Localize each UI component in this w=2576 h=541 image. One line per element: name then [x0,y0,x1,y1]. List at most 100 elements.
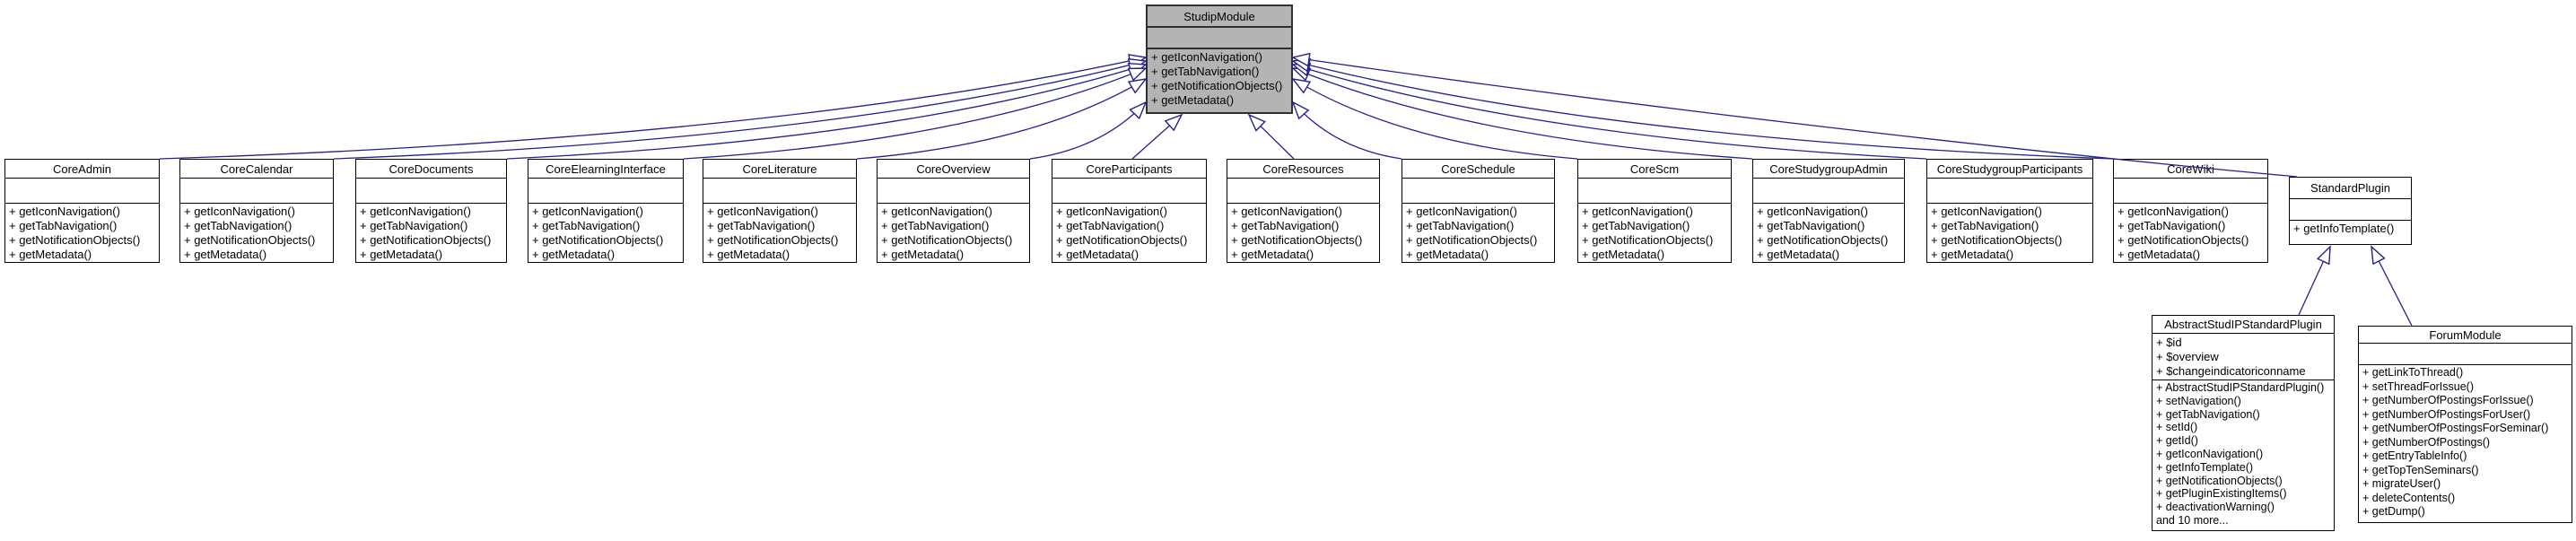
edge-abstractstudipstandardplugin-standardplugin [2298,247,2330,316]
class-node-forummodule[interactable]: ForumModule + getLinkToThread()+ setThre… [2358,326,2572,523]
member-line: + getNotificationObjects() [881,233,1013,247]
member-line: + getDump() [2362,505,2425,518]
edge-coreoverview-studipmodule [1029,102,1146,160]
member-line: + getMetadata() [2118,248,2201,261]
member-line: + $overview [2156,350,2219,363]
member-line: + getIconNavigation() [1582,205,1693,218]
edge-coreelearninginterface-studipmodule [683,68,1146,160]
member-line: + getNotificationObjects() [2118,233,2249,247]
class-attributes [703,179,856,204]
member-line: + getNumberOfPostingsForSeminar() [2362,422,2549,434]
member-line: + getNotificationObjects() [2156,474,2283,487]
class-attributes [1402,179,1554,204]
class-node-corestudygroupparticipants[interactable]: CoreStudygroupParticipants + getIconNavi… [1926,159,2093,263]
class-title: CoreWiki [2114,160,2267,179]
member-line: + getIconNavigation() [1056,205,1167,218]
class-node-coreadmin[interactable]: CoreAdmin + getIconNavigation()+ getTabN… [4,159,160,263]
member-line: + setId() [2156,421,2198,434]
class-attributes [1927,179,2092,204]
class-node-corestudygroupadmin[interactable]: CoreStudygroupAdmin + getIconNavigation(… [1752,159,1905,263]
class-title: CoreCalendar [180,160,333,179]
class-attributes [2359,344,2572,365]
class-attributes [1227,179,1379,204]
class-attributes [1578,179,1731,204]
class-title: CoreAdmin [5,160,159,179]
class-attributes [878,179,1029,204]
class-methods: + getIconNavigation()+ getTabNavigation(… [703,204,856,262]
class-node-standardplugin[interactable]: StandardPlugin + getInfoTemplate() [2289,177,2412,245]
member-line: + getEntryTableInfo() [2362,449,2467,462]
member-line: + getTopTenSeminars() [2362,463,2479,476]
member-line: + getIconNavigation() [184,205,295,218]
member-line: + getMetadata() [1757,248,1840,261]
class-attributes: + $id+ $overview+ $changeindicatoriconna… [2152,334,2334,380]
member-line: + getIconNavigation() [707,205,818,218]
class-methods: + getIconNavigation()+ getTabNavigation(… [2114,204,2267,262]
edge-coreparticipants-studipmodule [1131,115,1182,160]
member-line: + getNotificationObjects() [1231,233,1363,247]
member-line: + deactivationWarning() [2156,501,2275,514]
class-methods: + getInfoTemplate() [2290,221,2411,244]
member-line: + getIconNavigation() [360,205,471,218]
class-attributes [356,179,506,204]
class-title: ForumModule [2359,327,2572,344]
class-node-corescm[interactable]: CoreScm + getIconNavigation()+ getTabNav… [1577,159,1732,263]
member-line: + getMetadata() [881,248,965,261]
member-line: + getMetadata() [360,248,443,261]
member-line: + getTabNavigation() [1757,219,1865,232]
class-attributes [1052,179,1206,204]
class-methods: + getIconNavigation()+ getTabNavigation(… [1052,204,1206,262]
member-line: + getMetadata() [1931,248,2014,261]
class-methods: + AbstractStudIPStandardPlugin()+ setNav… [2152,380,2334,530]
class-node-coreresources[interactable]: CoreResources + getIconNavigation()+ get… [1227,159,1380,263]
class-methods: + getIconNavigation()+ getTabNavigation(… [878,204,1029,262]
member-line: + getIconNavigation() [1231,205,1342,218]
class-node-corecalendar[interactable]: CoreCalendar + getIconNavigation()+ getT… [179,159,334,263]
class-title: CoreElearningInterface [528,160,683,179]
member-line: + getMetadata() [1231,248,1314,261]
member-line: + getTabNavigation() [184,219,293,232]
class-node-studipmodule[interactable]: StudipModule + getIconNavigation()+ getT… [1146,4,1293,114]
class-title: StudipModule [1148,6,1291,28]
member-line: + getTabNavigation() [1056,219,1165,232]
member-line: + getMetadata() [1406,248,1489,261]
class-node-abstractstudipstandardplugin[interactable]: AbstractStudIPStandardPlugin + $id+ $ove… [2152,315,2335,531]
class-node-coreschedule[interactable]: CoreSchedule + getIconNavigation()+ getT… [1402,159,1555,263]
class-node-corewiki[interactable]: CoreWiki + getIconNavigation()+ getTabNa… [2113,159,2268,263]
class-attributes [5,179,159,204]
edge-corestudygroupparticipants-studipmodule [1293,65,1927,160]
edge-corecalendar-studipmodule [333,61,1146,160]
class-methods: + getLinkToThread()+ setThreadForIssue()… [2359,365,2572,522]
edge-forummodule-standardplugin [2371,247,2413,327]
class-attributes [180,179,333,204]
member-line: + getNotificationObjects() [184,233,316,247]
class-attributes [1148,28,1291,49]
class-title: CoreDocuments [356,160,506,179]
member-line: + getNotificationObjects() [532,233,664,247]
member-line: + getMetadata() [1151,93,1235,107]
class-methods: + getIconNavigation()+ getTabNavigation(… [356,204,506,262]
class-methods: + getIconNavigation()+ getTabNavigation(… [1753,204,1904,262]
class-node-coredocuments[interactable]: CoreDocuments + getIconNavigation()+ get… [355,159,507,263]
member-line: + migrateUser() [2362,477,2441,490]
member-line: + getIconNavigation() [1406,205,1517,218]
class-node-coreparticipants[interactable]: CoreParticipants + getIconNavigation()+ … [1052,159,1207,263]
member-line: + getTabNavigation() [2156,407,2260,421]
class-node-coreliterature[interactable]: CoreLiterature + getIconNavigation()+ ge… [703,159,857,263]
class-methods: + getIconNavigation()+ getTabNavigation(… [1227,204,1379,262]
class-node-coreoverview[interactable]: CoreOverview + getIconNavigation()+ getT… [877,159,1030,263]
edge-coredocuments-studipmodule [506,65,1146,160]
member-line: + getIconNavigation() [532,205,643,218]
member-line: + getNotificationObjects() [9,233,141,247]
class-attributes [1753,179,1904,204]
member-line: + getMetadata() [1582,248,1665,261]
class-methods: + getIconNavigation()+ getTabNavigation(… [1402,204,1554,262]
class-node-coreelearninginterface[interactable]: CoreElearningInterface + getIconNavigati… [528,159,684,263]
edge-corestudygroupadmin-studipmodule [1293,68,1753,160]
member-line: + setThreadForIssue() [2362,380,2475,393]
member-line: + getInfoTemplate() [2156,460,2254,474]
member-line: + getNumberOfPostings() [2362,435,2491,449]
member-line: + getIconNavigation() [2118,205,2229,218]
member-line: + getNotificationObjects() [1151,79,1283,92]
edge-coreadmin-studipmodule [159,57,1146,160]
